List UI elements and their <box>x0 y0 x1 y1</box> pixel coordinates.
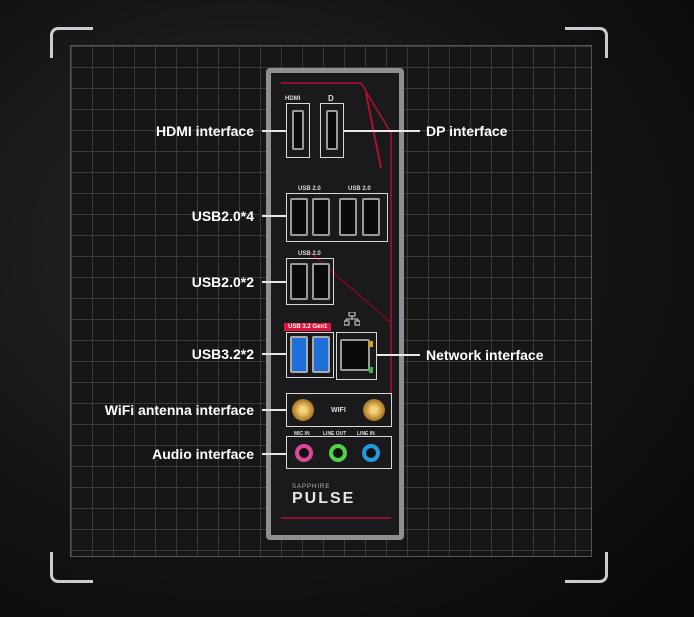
usb32x2-label: USB3.2*2 <box>191 346 254 362</box>
usb32-badge: USB 3.2 Gen1 <box>284 323 332 331</box>
usb20x4-label: USB2.0*4 <box>191 208 254 224</box>
corner-bracket <box>50 552 93 583</box>
usb-port <box>290 198 308 236</box>
corner-bracket <box>565 27 608 58</box>
corner-bracket <box>565 552 608 583</box>
leader-line <box>262 215 286 217</box>
usb3-port <box>290 336 308 373</box>
leader-line <box>262 281 286 283</box>
led-icon <box>369 367 373 373</box>
usb32-box <box>286 332 334 378</box>
wifi-label: WIFI <box>331 407 346 414</box>
dp-box <box>320 103 344 158</box>
logo-product: PULSE <box>292 490 356 507</box>
antenna-connector-icon <box>363 399 385 421</box>
leader-line <box>377 354 420 356</box>
leader-line <box>344 130 420 132</box>
led-icon <box>369 341 373 347</box>
usb3-port <box>312 336 330 373</box>
audio-box <box>286 436 392 469</box>
usb-port <box>290 263 308 300</box>
hdmi-mark: HDMI <box>285 96 301 102</box>
logo-brand: SAPPHIRE <box>292 484 331 490</box>
usb20-label: USB 2.0 <box>298 251 321 257</box>
corner-bracket <box>50 27 93 58</box>
network-label: Network interface <box>426 347 544 363</box>
usb-port <box>339 198 357 236</box>
dp-mark: D <box>328 94 334 103</box>
antenna-connector-icon <box>292 399 314 421</box>
line-in-jack <box>362 444 380 462</box>
line-out-jack <box>329 444 347 462</box>
usb20x2-label: USB2.0*2 <box>191 274 254 290</box>
line-out-label: LINE OUT <box>323 431 347 437</box>
dp-label: DP interface <box>426 123 508 139</box>
mic-in-label: MIC IN <box>294 431 310 437</box>
usb20x4-box <box>286 193 388 242</box>
line-in-label: LINE IN <box>357 431 375 437</box>
dp-port <box>326 110 338 150</box>
rj45-port <box>340 339 370 371</box>
leader-line <box>262 409 286 411</box>
usb20-label: USB 2.0 <box>348 186 371 192</box>
usb-port <box>312 198 330 236</box>
usb20x2-box <box>286 258 334 305</box>
wifi-box: WIFI <box>286 393 392 427</box>
network-icon <box>344 312 360 326</box>
mic-jack <box>295 444 313 462</box>
hdmi-box <box>286 103 310 158</box>
leader-line <box>262 130 286 132</box>
hdmi-label: HDMI interface <box>155 123 254 139</box>
hdmi-port <box>292 110 304 150</box>
usb-port <box>362 198 380 236</box>
sapphire-pulse-logo: SAPPHIRE PULSE <box>292 484 355 508</box>
ethernet-box <box>336 332 377 380</box>
audio-label: Audio interface <box>152 446 254 462</box>
leader-line <box>262 353 286 355</box>
wifi-antenna-label: WiFi antenna interface <box>104 402 254 418</box>
usb-port <box>312 263 330 300</box>
usb20-label: USB 2.0 <box>298 186 321 192</box>
leader-line <box>262 453 286 455</box>
